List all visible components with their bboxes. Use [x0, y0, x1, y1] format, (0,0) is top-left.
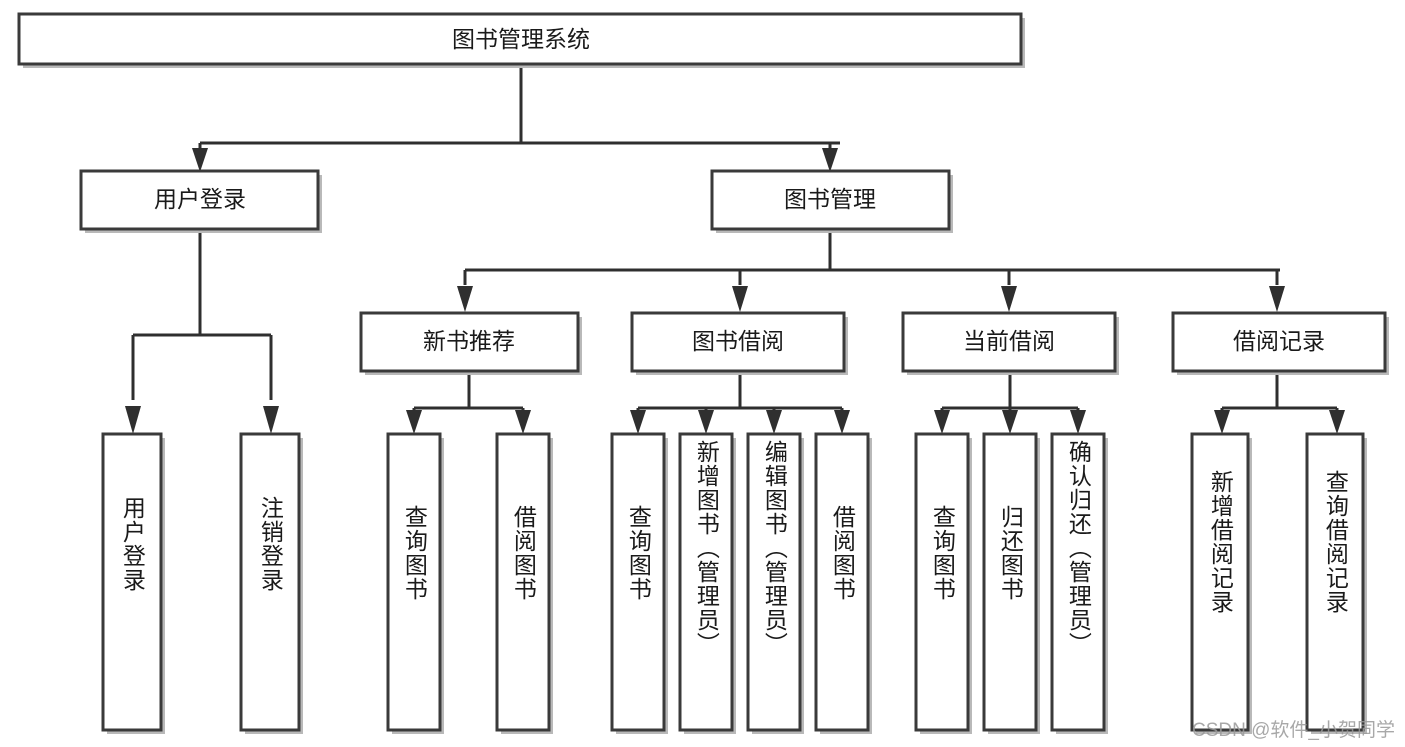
arrow-book-management — [822, 148, 838, 172]
node-leaf-query-book-3-rect — [914, 432, 970, 732]
node-leaf-borrow-book-1[interactable] — [495, 432, 553, 734]
node-root-label: 图书管理系统 — [452, 26, 590, 52]
node-leaf-add-book-rect — [678, 432, 734, 732]
node-book-management-rect — [710, 169, 951, 231]
node-leaf-add-book[interactable] — [678, 432, 736, 734]
node-root-rect — [17, 12, 1023, 66]
node-user-login[interactable]: 用户登录 — [79, 169, 322, 233]
node-leaf-confirm-return[interactable] — [1050, 432, 1108, 734]
node-leaf-borrow-book-2-rect — [814, 432, 870, 732]
arrow-leaf-add-record — [1214, 410, 1230, 434]
node-user-login-label: 用户登录 — [154, 186, 246, 212]
node-leaf-return-book[interactable] — [982, 432, 1040, 734]
node-leaf-borrow-book-1-rect — [495, 432, 551, 732]
arrow-leaf-borrow-book-1 — [515, 410, 531, 434]
node-borrow-record-rect — [1171, 311, 1387, 373]
node-leaf-query-book-1[interactable] — [386, 432, 444, 734]
arrow-leaf-query-book-1 — [406, 410, 422, 434]
node-leaf-query-book-2[interactable] — [610, 432, 668, 734]
arrow-leaf-user-login — [125, 406, 141, 434]
node-book-borrow-label: 图书借阅 — [692, 328, 784, 354]
node-user-login-rect — [79, 169, 320, 231]
node-new-book-recommend-label: 新书推荐 — [423, 328, 515, 354]
node-new-book-recommend-rect — [359, 311, 580, 373]
csdn-watermark: CSDN @软件_小贺同学 — [1192, 720, 1395, 741]
arrow-new-book-recommend — [457, 286, 473, 312]
arrow-current-borrow — [1001, 286, 1017, 312]
node-leaf-query-record-rect — [1305, 432, 1365, 732]
arrow-leaf-edit-book — [766, 410, 782, 434]
node-leaf-logout[interactable] — [239, 432, 303, 734]
node-book-management[interactable]: 图书管理 — [710, 169, 953, 233]
node-leaf-edit-book-rect — [746, 432, 802, 732]
node-leaf-edit-book[interactable] — [746, 432, 804, 734]
node-current-borrow[interactable]: 当前借阅 — [901, 311, 1119, 375]
node-book-management-label: 图书管理 — [784, 186, 876, 212]
arrow-leaf-logout — [263, 406, 279, 434]
node-current-borrow-label: 当前借阅 — [963, 328, 1055, 354]
node-leaf-return-book-rect — [982, 432, 1038, 732]
node-leaf-query-book-2-rect — [610, 432, 666, 732]
arrow-borrow-record — [1269, 286, 1285, 312]
node-book-borrow[interactable]: 图书借阅 — [630, 311, 848, 375]
node-new-book-recommend[interactable]: 新书推荐 — [359, 311, 582, 375]
node-current-borrow-rect — [901, 311, 1117, 373]
node-borrow-record[interactable]: 借阅记录 — [1171, 311, 1389, 375]
node-leaf-query-book-1-rect — [386, 432, 442, 732]
connector-layer — [125, 66, 1345, 434]
node-leaf-confirm-return-rect — [1050, 432, 1106, 732]
arrow-leaf-query-book-3 — [934, 410, 950, 434]
node-borrow-record-label: 借阅记录 — [1233, 328, 1325, 354]
node-root[interactable]: 图书管理系统 — [17, 12, 1025, 68]
arrow-leaf-query-record — [1329, 410, 1345, 434]
arrow-leaf-query-book-2 — [630, 410, 646, 434]
node-leaf-user-login[interactable] — [101, 432, 165, 734]
node-leaf-query-record[interactable] — [1305, 432, 1367, 734]
node-book-borrow-rect — [630, 311, 846, 373]
node-leaf-query-book-3[interactable] — [914, 432, 972, 734]
arrow-book-borrow — [732, 286, 748, 312]
node-leaf-logout-rect — [239, 432, 301, 732]
node-leaf-borrow-book-2[interactable] — [814, 432, 872, 734]
arrow-user-login — [192, 148, 208, 172]
arrow-leaf-confirm-return — [1070, 410, 1086, 434]
node-leaf-add-record-rect — [1190, 432, 1250, 732]
arrow-leaf-return-book — [1002, 410, 1018, 434]
arrow-leaf-add-book — [698, 410, 714, 434]
arrow-leaf-borrow-book-2 — [834, 410, 850, 434]
node-leaf-add-record[interactable] — [1190, 432, 1252, 734]
node-leaf-user-login-rect — [101, 432, 163, 732]
